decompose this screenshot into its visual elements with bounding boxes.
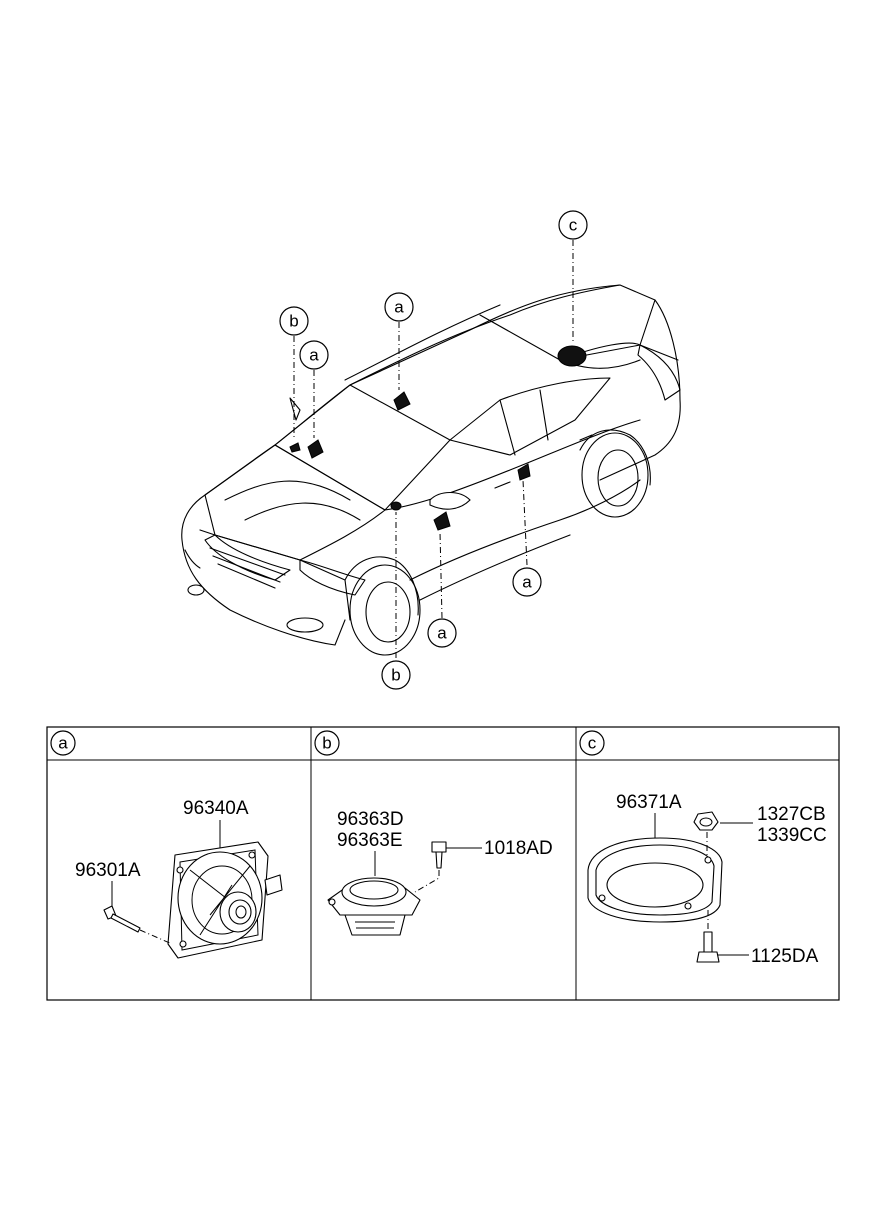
part-label-96340A: 96340A xyxy=(183,798,249,819)
door-speaker-icon xyxy=(167,841,283,959)
dash-tweeter-marker xyxy=(390,501,402,511)
callout-b-top: b xyxy=(279,306,309,336)
panel-b-header: b xyxy=(314,730,340,756)
tweeter-icon xyxy=(327,877,421,936)
bolt-1125DA-icon xyxy=(696,910,720,963)
part-label-96363E: 96363E xyxy=(337,830,403,851)
svg-text:a: a xyxy=(58,734,68,753)
callout-a-rear-door: a xyxy=(512,567,542,597)
rear-speaker-marker xyxy=(557,345,587,367)
part-label-96371A: 96371A xyxy=(616,792,682,813)
callout-a-front-door: a xyxy=(427,618,457,648)
callout-a-roof: a xyxy=(384,292,414,322)
front-door-speaker-marker xyxy=(433,511,451,531)
callout-b-bottom: b xyxy=(381,660,411,690)
left-speaker-marker xyxy=(307,439,324,459)
svg-text:a: a xyxy=(437,624,447,643)
svg-text:a: a xyxy=(522,573,532,592)
nut-1327CB-icon xyxy=(693,811,719,856)
part-label-96363D: 96363D xyxy=(337,809,404,830)
speaker-markers xyxy=(289,345,587,531)
callout-leaders xyxy=(293,240,574,658)
screw-1018AD-icon xyxy=(414,841,447,893)
svg-text:b: b xyxy=(289,312,298,331)
svg-text:b: b xyxy=(322,734,331,753)
panel-a-header: a xyxy=(50,730,76,756)
panel-c-content: 96371A 1327CB 1339CC 1125DA xyxy=(587,792,827,967)
svg-text:c: c xyxy=(569,216,578,235)
part-label-1018AD: 1018AD xyxy=(484,838,553,859)
part-label-1125DA: 1125DA xyxy=(751,946,819,967)
callout-a-left: a xyxy=(299,340,329,370)
svg-text:b: b xyxy=(391,666,400,685)
panel-c-header: c xyxy=(579,730,605,756)
front-tweeter-marker xyxy=(289,442,301,453)
bracket-96371A-icon xyxy=(587,837,723,923)
panel-b-content: 96363D 96363E 1018AD xyxy=(327,809,553,936)
panel-a-content: 96340A 96301A xyxy=(75,798,283,959)
svg-text:c: c xyxy=(588,734,597,753)
roof-speaker-marker xyxy=(393,391,411,411)
rear-door-speaker-marker xyxy=(517,463,531,481)
callout-c-rear: c xyxy=(558,210,588,240)
svg-text:a: a xyxy=(309,346,319,365)
svg-text:a: a xyxy=(394,298,404,317)
part-label-96301A: 96301A xyxy=(75,860,141,881)
car-illustration xyxy=(181,284,681,656)
screw-96301A-icon xyxy=(103,905,173,945)
part-label-1327CB: 1327CB xyxy=(757,804,826,825)
part-label-1339CC: 1339CC xyxy=(757,825,827,846)
